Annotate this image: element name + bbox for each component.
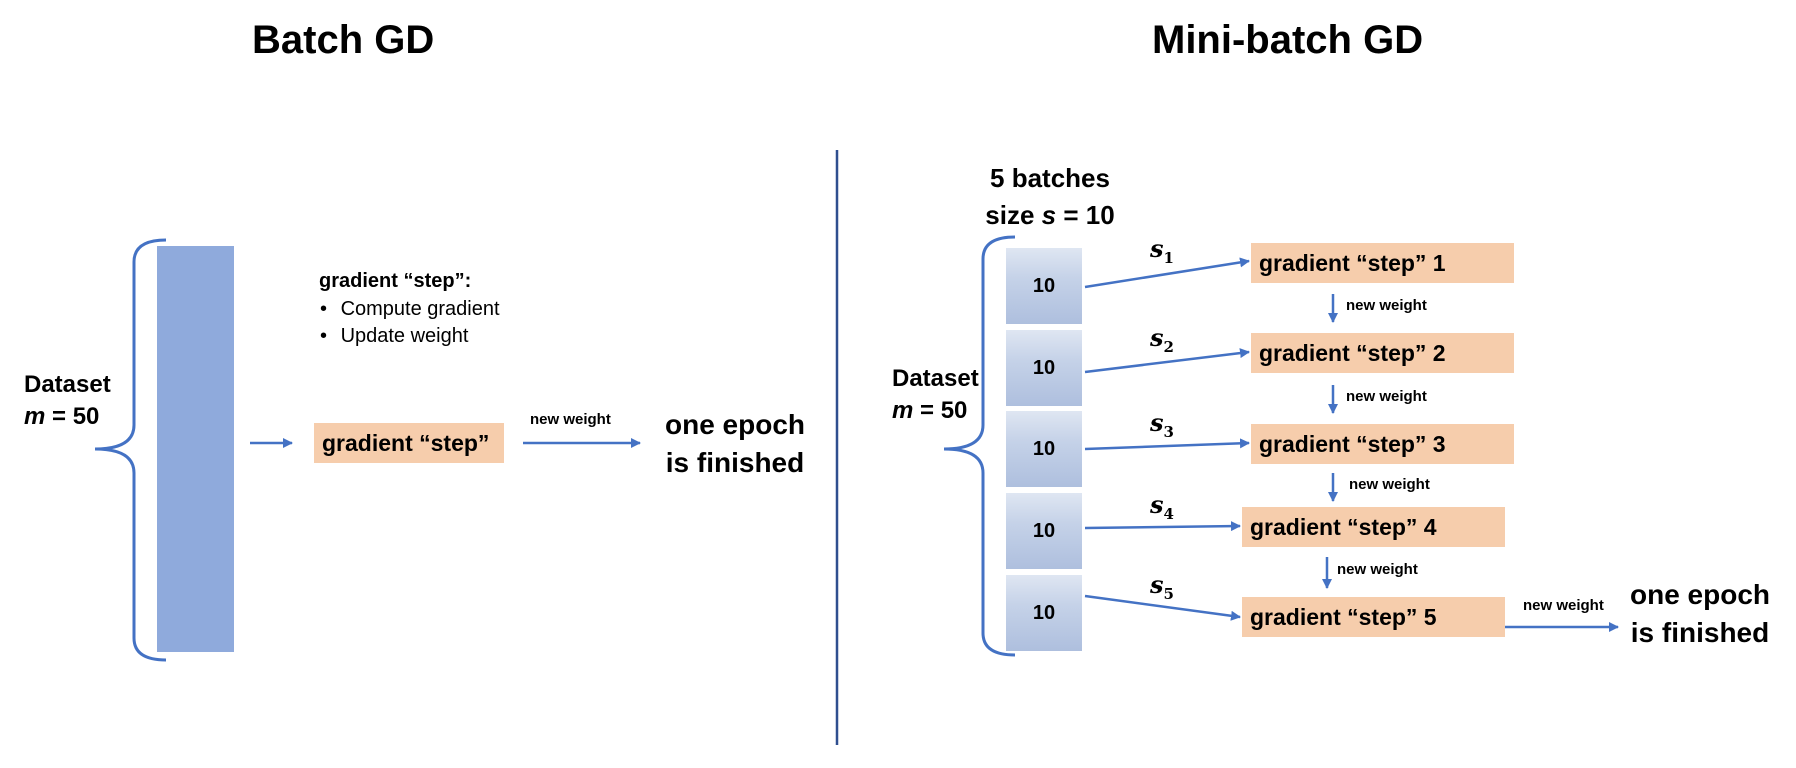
- batch-3-arrow: [1084, 438, 1250, 451]
- batch-label-s1: s1: [1150, 234, 1174, 267]
- dataset-var: m: [892, 397, 914, 424]
- batch-block-5: 10: [1006, 575, 1082, 651]
- step-bullet-1: • Compute gradient: [320, 298, 500, 320]
- s-var: s: [1150, 323, 1164, 352]
- new-weight-label-4: new weight: [1337, 561, 1418, 578]
- s-var: s: [1150, 570, 1164, 599]
- s-sub: 4: [1163, 504, 1174, 523]
- step-info-title: gradient “step”:: [319, 270, 472, 292]
- gradient-step-box-4: gradient “step” 4: [1242, 507, 1505, 547]
- batch-dataset-brace: [94, 238, 167, 662]
- batch-block-4: 10: [1006, 493, 1082, 569]
- dataset-label-text: Dataset: [892, 365, 979, 392]
- minibatch-dataset-brace: [943, 235, 1016, 657]
- batch-epoch-label: one epoch is finished: [665, 406, 805, 482]
- step-bullet-2-text: Update weight: [340, 325, 469, 347]
- epoch-line-2: is finished: [665, 447, 805, 478]
- batch-label-s2: s2: [1150, 323, 1174, 356]
- new-weight-label-1: new weight: [1346, 297, 1427, 314]
- batches-size-var: s: [1041, 200, 1057, 230]
- new-weight-label-2: new weight: [1346, 388, 1427, 405]
- gradient-step-box-1: gradient “step” 1: [1251, 243, 1514, 283]
- batch-label-s3: s3: [1150, 408, 1174, 441]
- batch-5-arrow: [1084, 594, 1241, 621]
- batch-2-arrow: [1084, 348, 1250, 374]
- minibatch-epoch-label: one epoch is finished: [1625, 576, 1775, 652]
- dataset-var: m: [24, 403, 46, 430]
- gradient-step-box-5: gradient “step” 5: [1242, 597, 1505, 637]
- batches-size-prefix: size: [985, 200, 1042, 230]
- batch-new-weight-label: new weight: [530, 411, 611, 428]
- new-weight-label-3: new weight: [1349, 476, 1430, 493]
- epoch-line-1: one epoch: [1629, 579, 1770, 610]
- minibatch-dataset-label: Dataset m = 50: [892, 363, 979, 427]
- s-var: s: [1150, 408, 1164, 437]
- step-bullet-1-text: Compute gradient: [340, 298, 500, 320]
- dataset-size: m = 50: [892, 395, 979, 427]
- batch-dataset-label: Dataset m = 50: [24, 369, 111, 433]
- batch-label-s5: s5: [1150, 570, 1174, 603]
- dataset-size: m = 50: [24, 401, 111, 433]
- gradient-step-box-2: gradient “step” 2: [1251, 333, 1514, 373]
- batch-4-arrow: [1084, 521, 1241, 532]
- step-bullet-2: • Update weight: [320, 325, 469, 347]
- gradient-step-box-3: gradient “step” 3: [1251, 424, 1514, 464]
- batch-dataset-bar: [157, 246, 234, 652]
- batch-1-arrow: [1084, 257, 1250, 289]
- s-sub: 5: [1163, 584, 1174, 603]
- batches-info: 5 batches size s = 10: [980, 160, 1120, 234]
- epoch-line-1: one epoch: [665, 409, 806, 440]
- s-sub: 1: [1163, 248, 1174, 267]
- batches-size-value: = 10: [1056, 200, 1115, 230]
- s-var: s: [1150, 490, 1164, 519]
- batch-gd-title: Batch GD: [252, 18, 435, 62]
- new-weight-label-5: new weight: [1523, 597, 1604, 614]
- dataset-size-value: = 50: [45, 403, 100, 430]
- s-var: s: [1150, 234, 1164, 263]
- batch-label-s4: s4: [1150, 490, 1174, 523]
- dataset-label-text: Dataset: [24, 371, 111, 398]
- batches-count: 5 batches: [990, 163, 1110, 193]
- batches-size: size s = 10: [980, 197, 1120, 234]
- epoch-line-2: is finished: [1630, 617, 1770, 648]
- s-sub: 3: [1163, 422, 1174, 441]
- dataset-size-value: = 50: [913, 397, 968, 424]
- batch-block-3: 10: [1006, 411, 1082, 487]
- batch-block-1: 10: [1006, 248, 1082, 324]
- minibatch-gd-title: Mini-batch GD: [1152, 18, 1424, 62]
- batch-block-2: 10: [1006, 330, 1082, 406]
- s-sub: 2: [1163, 337, 1174, 356]
- batch-gradient-step-box: gradient “step”: [314, 423, 504, 463]
